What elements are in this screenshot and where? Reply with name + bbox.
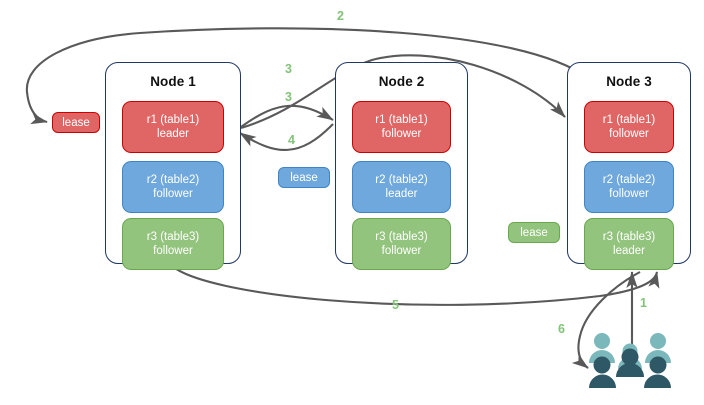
replica-r3[interactable]: r3 (table3) leader <box>584 218 674 270</box>
replica-role: follower <box>381 128 422 140</box>
replica-role: follower <box>609 188 649 200</box>
node-box-node1[interactable]: Node 1 r1 (table1) leader r2 (table2) fo… <box>105 62 241 270</box>
replica-name: r1 (table1) <box>375 114 428 126</box>
replica-role: follower <box>153 245 193 257</box>
lease-badge-r3[interactable]: lease <box>508 222 560 243</box>
replica-role: follower <box>609 128 649 140</box>
node-box-node3[interactable]: Node 3 r1 (table1) follower r2 (table2) … <box>567 62 691 270</box>
step-label-2: 2 <box>337 9 344 23</box>
replica-r1[interactable]: r1 (table1) follower <box>584 101 674 153</box>
lease-badge-r2[interactable]: lease <box>278 167 330 188</box>
replica-role: leader <box>613 245 645 257</box>
replica-name: r2 (table2) <box>146 174 200 186</box>
node-title: Node 3 <box>606 74 652 89</box>
replica-name: r1 (table1) <box>602 114 656 126</box>
replica-name: r3 (table3) <box>375 231 428 243</box>
replica-name: r3 (table3) <box>146 231 200 243</box>
replica-role: follower <box>153 188 193 200</box>
replica-r2[interactable]: r2 (table2) follower <box>122 161 224 213</box>
replica-r3[interactable]: r3 (table3) follower <box>352 218 451 270</box>
edge-step-3-lower <box>240 104 334 128</box>
replica-name: r2 (table2) <box>602 174 656 186</box>
step-label-6: 6 <box>558 322 565 336</box>
step-label-4: 4 <box>288 133 295 147</box>
lease-badge-r1[interactable]: lease <box>52 112 100 133</box>
replica-r1[interactable]: r1 (table1) leader <box>122 101 224 153</box>
node-title: Node 1 <box>150 74 196 89</box>
step-label-5: 5 <box>392 298 399 312</box>
replica-r3[interactable]: r3 (table3) follower <box>122 218 224 270</box>
step-label-3b: 3 <box>285 90 292 104</box>
edge-step-2 <box>25 27 589 125</box>
replica-name: r2 (table2) <box>375 174 428 186</box>
replica-role: follower <box>381 245 422 257</box>
replica-role: leader <box>385 188 418 200</box>
step-label-3a: 3 <box>285 62 292 76</box>
replica-name: r1 (table1) <box>146 114 200 126</box>
node-box-node2[interactable]: Node 2 r1 (table1) follower r2 (table2) … <box>335 62 468 270</box>
replica-name: r3 (table3) <box>602 231 656 243</box>
people-group-icon <box>589 333 671 388</box>
edge-step-4 <box>239 123 334 151</box>
step-label-1: 1 <box>640 296 647 310</box>
node-title: Node 2 <box>378 74 425 89</box>
replica-r1[interactable]: r1 (table1) follower <box>352 101 451 153</box>
edge-step-5 <box>169 263 660 306</box>
edge-step-6 <box>571 271 641 369</box>
replica-role: leader <box>157 128 189 140</box>
replica-r2[interactable]: r2 (table2) follower <box>584 161 674 213</box>
replica-r2[interactable]: r2 (table2) leader <box>352 161 451 213</box>
